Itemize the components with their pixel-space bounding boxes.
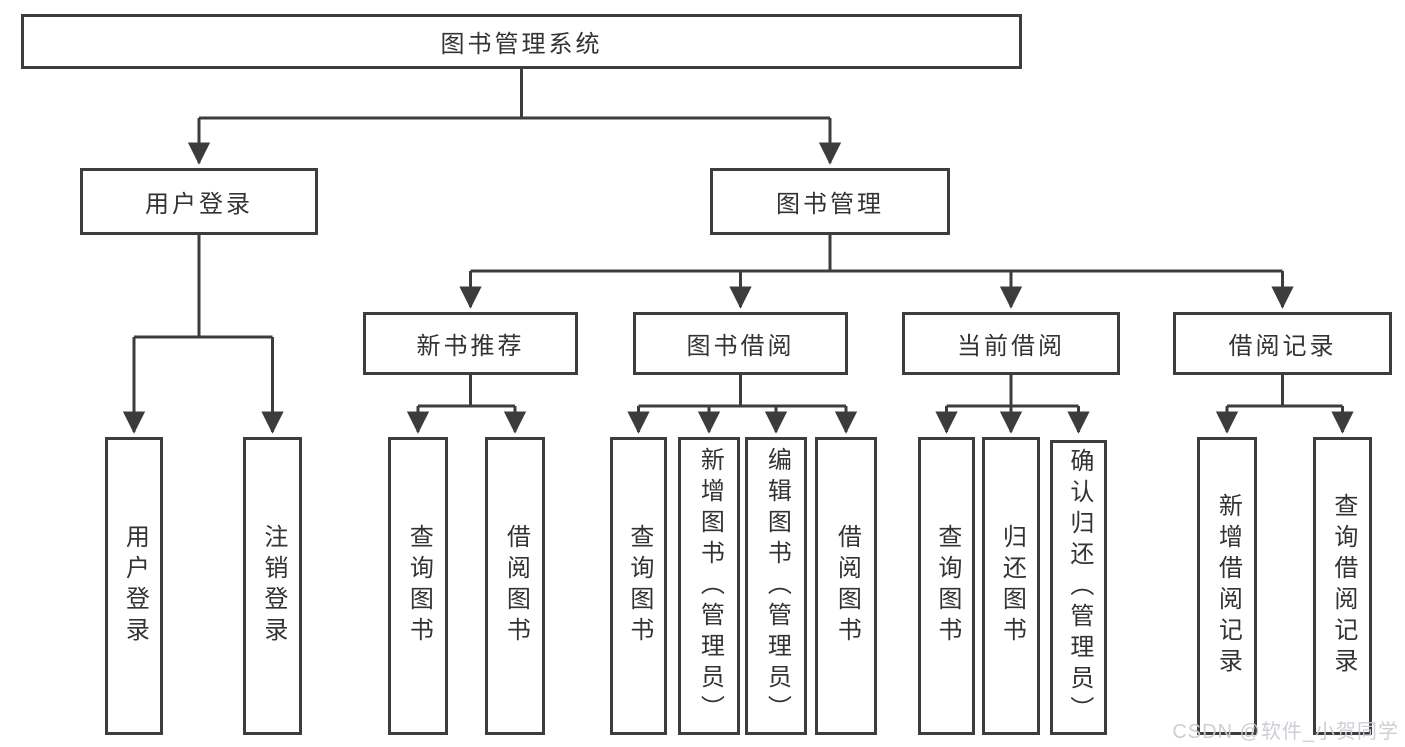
leaf-borrow-books: 借阅图书 (815, 437, 877, 735)
leaf-add-borrow-record: 新增借阅记录 (1197, 437, 1257, 735)
node-root-system: 图书管理系统 (21, 14, 1022, 69)
node-new-book-recommend: 新书推荐 (363, 312, 578, 375)
node-book-management: 图书管理 (710, 168, 950, 235)
leaf-add-book-admin: 新增图书（管理员） (678, 437, 740, 735)
leaf-borrow-books-recommend: 借阅图书 (485, 437, 545, 735)
leaf-edit-book-admin: 编辑图书（管理员） (745, 437, 807, 735)
csdn-watermark: CSDN @软件_小贺同学 (1172, 721, 1399, 743)
node-current-borrow: 当前借阅 (902, 312, 1120, 375)
leaf-query-books-recommend: 查询图书 (388, 437, 448, 735)
leaf-user-login: 用户登录 (105, 437, 163, 735)
leaf-query-books-current: 查询图书 (918, 437, 975, 735)
leaf-confirm-return-admin: 确认归还（管理员） (1050, 440, 1107, 735)
node-user-login: 用户登录 (80, 168, 318, 235)
node-borrow-records: 借阅记录 (1173, 312, 1392, 375)
node-book-borrow: 图书借阅 (633, 312, 848, 375)
leaf-query-borrow-record: 查询借阅记录 (1313, 437, 1372, 735)
leaf-query-books-borrow: 查询图书 (610, 437, 667, 735)
leaf-logout: 注销登录 (243, 437, 302, 735)
leaf-return-books: 归还图书 (982, 437, 1040, 735)
